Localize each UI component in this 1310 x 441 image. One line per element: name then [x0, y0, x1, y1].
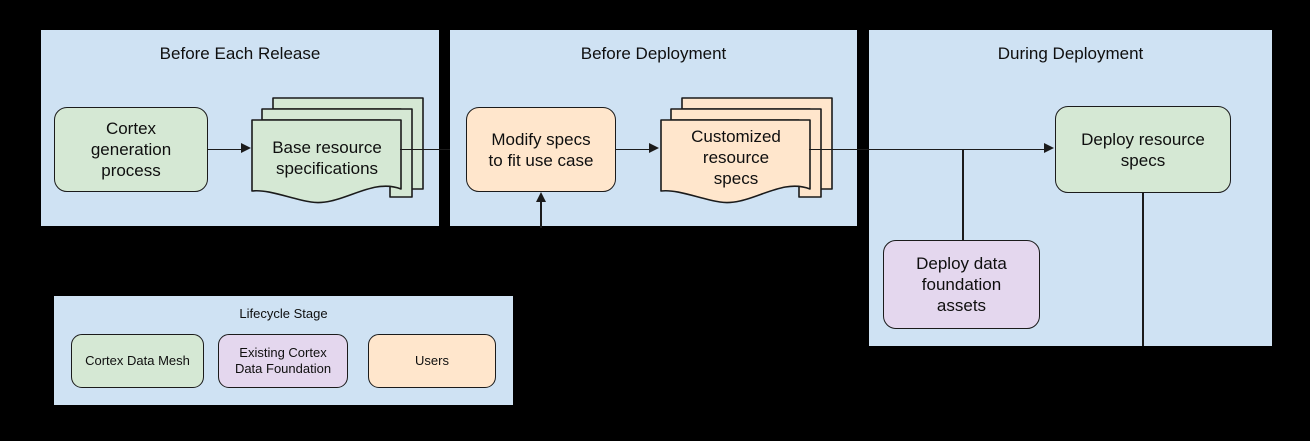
- legend-item-cortex-data-mesh[interactable]: Cortex Data Mesh: [71, 334, 204, 388]
- connector-basespecs-to-modifyspecs: [400, 148, 458, 151]
- connector-cortexgen-to-basespecs: [208, 148, 242, 151]
- connector-deployspecs-downstream: [1142, 193, 1144, 346]
- legend-item-label-existing-cortex-data-foundation: Existing Cortex Data Foundation: [234, 345, 332, 376]
- legend-item-label-users: Users: [415, 353, 449, 368]
- node-cortex-generation-process[interactable]: Cortex generation process: [54, 107, 208, 192]
- arrowhead-users-to-modifyspecs: [535, 192, 546, 202]
- connector-customizedspecs-to-deployspecs: [809, 148, 1045, 151]
- legend-item-users[interactable]: Users: [368, 334, 496, 388]
- multi-document-shape-peach: [660, 97, 833, 204]
- arrowhead-customizedspecs-to-deployspecs: [1044, 143, 1054, 153]
- legend-title: Lifecycle Stage: [239, 306, 328, 321]
- panel-title-before-each-release: Before Each Release: [159, 44, 321, 63]
- arrowhead-cortexgen-to-basespecs: [241, 143, 251, 153]
- node-label-cortex-generation-process: Cortex generation process: [90, 119, 172, 180]
- multi-document-shape-green: [251, 97, 424, 204]
- connector-users-to-modifyspecs: [540, 200, 542, 228]
- node-deploy-resource-specs[interactable]: Deploy resource specs: [1055, 106, 1231, 193]
- panel-title-during-deployment: During Deployment: [997, 44, 1144, 63]
- node-modify-specs[interactable]: Modify specs to fit use case: [466, 107, 616, 192]
- node-label-customized-resource-specs: Customized resource specs: [691, 127, 781, 188]
- panel-title-before-deployment: Before Deployment: [580, 44, 727, 63]
- node-label-deploy-data-foundation-assets: Deploy data foundation assets: [916, 254, 1007, 315]
- node-label-deploy-resource-specs: Deploy resource specs: [1081, 129, 1205, 170]
- node-customized-resource-specs[interactable]: Customized resource specs: [660, 89, 834, 207]
- connector-modifyspecs-to-customizedspecs: [616, 148, 650, 151]
- node-label-base-resource-specifications: Base resource specifications: [272, 138, 382, 178]
- node-label-modify-specs: Modify specs to fit use case: [488, 129, 594, 170]
- node-base-resource-specifications[interactable]: Base resource specifications: [251, 89, 425, 207]
- arrowhead-modifyspecs-to-customizedspecs: [649, 143, 659, 153]
- legend-item-existing-cortex-data-foundation[interactable]: Existing Cortex Data Foundation: [218, 334, 348, 388]
- legend-item-label-cortex-data-mesh: Cortex Data Mesh: [85, 353, 190, 368]
- node-deploy-data-foundation-assets[interactable]: Deploy data foundation assets: [883, 240, 1040, 329]
- legend: Lifecycle Stage Cortex Data Mesh Existin…: [54, 296, 513, 405]
- connector-deployspecs-branch-to-datafoundation: [962, 148, 964, 241]
